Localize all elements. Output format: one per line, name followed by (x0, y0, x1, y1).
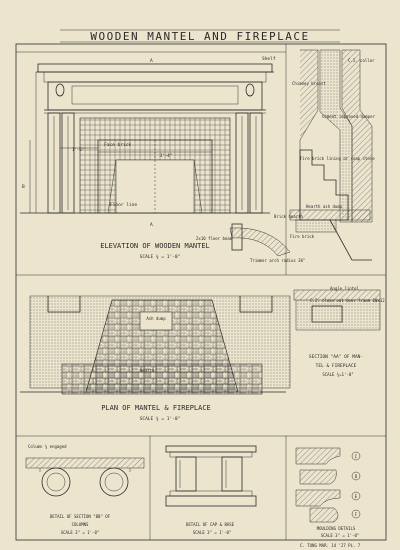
label-ash-dump: Ash dump (146, 316, 166, 321)
label-fire-brick: Fire brick lining or soap stone (300, 156, 375, 161)
label-ci-collar: C.I. collar (348, 58, 375, 63)
dim-side: 1'-6" (72, 147, 84, 152)
trimmer-arch-detail: 2x10 floor beam Trimmer arch radius 36" … (196, 223, 315, 263)
label-angle-lintel: Angle lintel (330, 286, 359, 291)
label-face-brick: Face brick (104, 142, 131, 148)
label-trimmer-arch: Trimmer arch radius 36" (250, 258, 305, 263)
moulding-mark-e: E (355, 494, 358, 499)
moulding-caption: MOULDING DETAILS (317, 526, 356, 531)
elevation-caption: ELEVATION OF WOODEN MANTEL (100, 242, 210, 250)
section-aa-caption-1: SECTION "AA" OF MAN- (309, 354, 363, 360)
clean-out-detail: Angle lintel C.I. clean out door frame 1… (293, 286, 385, 378)
label-clean-out: C.I. clean out door frame 10x12 (310, 298, 385, 303)
plan-view: Ash dump Hearth PLAN OF MANTEL & FIREPLA… (16, 274, 386, 422)
elevation-scale: SCALE ¾ = 1'-0" (140, 254, 181, 260)
section-bb-caption-2: COLUMNS (72, 522, 89, 527)
section-aa-scale: SCALE ¾=1'-0" (322, 372, 353, 378)
label-column-engaged: Column ¾ engaged (28, 444, 67, 450)
sheet-title: WOODEN MANTEL AND FIREPLACE (90, 30, 309, 43)
plan-caption: PLAN OF MANTEL & FIREPLACE (101, 404, 211, 412)
label-floor-beam: 2x10 floor beam (196, 236, 233, 241)
moulding-mark-f: F (355, 512, 358, 517)
cap-base-caption: DETAIL OF CAP & BASE (186, 522, 235, 527)
moulding-detail: C D E F MOULDING DETAILS SCALE 3" = 1'-0… (295, 447, 361, 538)
label-brick-hearth: Brick hearth (274, 214, 303, 219)
label-fire-brick-2: Fire brick (290, 234, 315, 239)
section-bb-detail: Column ¾ engaged DETAIL OF SECTION "BB" … (25, 444, 145, 535)
plan-scale: SCALE ¾ = 1'-0" (140, 416, 181, 422)
sheet-border (15, 43, 387, 541)
section-bb-caption-1: DETAIL OF SECTION "BB" OF (50, 514, 111, 519)
moulding-mark-d: D (355, 474, 358, 479)
section-aa-caption-2: TEL & FIREPLACE (316, 363, 357, 369)
section-mark-top: A (150, 58, 153, 64)
label-floor-line: Floor line (110, 202, 137, 208)
moulding-scale: SCALE 3" = 1'-0" (321, 533, 360, 538)
section-bb-scale: SCALE 3" = 1'-0" (61, 530, 100, 535)
cap-base-detail: DETAIL OF CAP & BASE SCALE 3" = 1'-0" (165, 445, 257, 535)
dim-opening: 3'-4" (160, 153, 172, 158)
section-mark-bottom: A (150, 222, 153, 228)
section-aa-view: Chimney breast C.I. collar Cement improv… (274, 44, 376, 275)
label-hearth-ash-dump: Hearth ash dump (306, 204, 343, 209)
moulding-mark-c: C (355, 454, 358, 459)
label-damper: Cement improved damper (322, 114, 376, 119)
label-shelf: Shelf (262, 56, 276, 62)
section-mark-b: B (22, 184, 25, 190)
signature: C. TUNG MAR. 14 '27 PL. 7 (300, 543, 361, 548)
label-chimney-breast: Chimney breast (292, 81, 326, 86)
label-hearth: Hearth (140, 368, 155, 373)
cap-base-scale: SCALE 3" = 1'-0" (193, 530, 232, 535)
elevation-view: Face brick 1'-6" 3'-4" Floor line Shelf … (16, 51, 286, 260)
